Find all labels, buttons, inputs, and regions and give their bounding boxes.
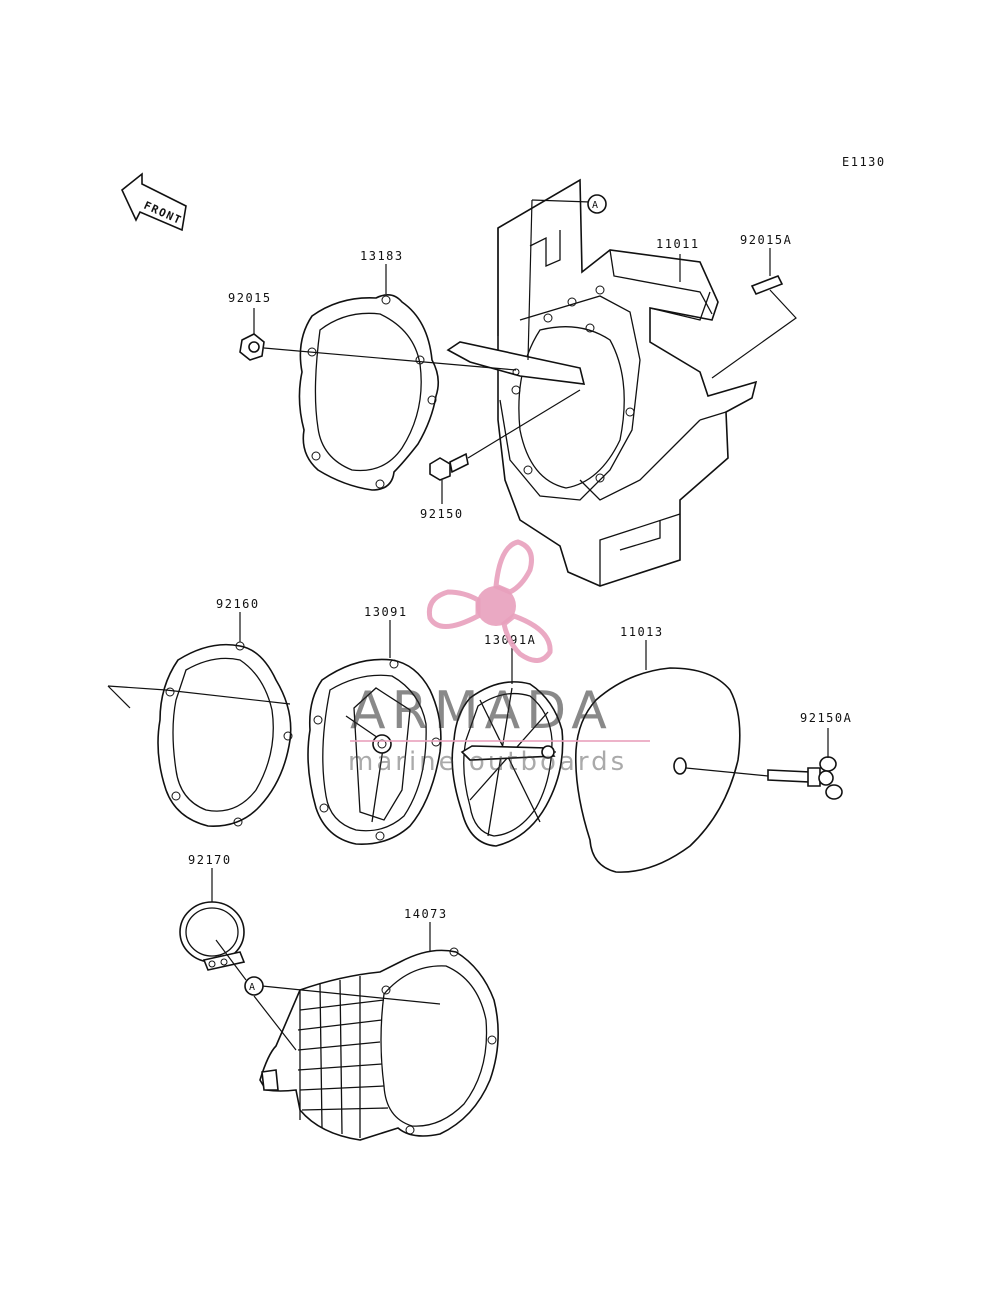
callout-a-lower: A xyxy=(215,939,441,1051)
label-92160: 92160 xyxy=(216,597,260,611)
part-92015A-bolt xyxy=(711,248,797,379)
label-92015: 92015 xyxy=(228,291,272,305)
label-92015A: 92015A xyxy=(740,233,792,247)
label-11013: 11013 xyxy=(620,625,664,639)
front-arrow-icon: FRONT xyxy=(121,172,187,232)
part-13183-gasket xyxy=(298,294,440,491)
label-13183: 13183 xyxy=(360,249,404,263)
part-11013-filter xyxy=(574,667,741,873)
watermark-brand: ARMADA xyxy=(350,681,613,741)
callout-a-upper-label: A xyxy=(592,200,598,211)
air-cleaner-case-11011 xyxy=(446,178,758,587)
label-92170: 92170 xyxy=(188,853,232,867)
part-92150-bolt xyxy=(429,452,469,481)
label-13091: 13091 xyxy=(364,605,408,619)
callout-a-upper: A xyxy=(527,194,607,361)
part-92015-nut xyxy=(239,333,265,361)
callout-a-lower-label: A xyxy=(249,982,255,993)
watermark-tagline: marine outboards xyxy=(348,747,627,777)
part-92170-clamp xyxy=(179,901,246,971)
label-14073: 14073 xyxy=(404,907,448,921)
diagram-code: E1130 xyxy=(842,155,886,169)
part-92160-gasket xyxy=(157,641,293,827)
label-92150: 92150 xyxy=(420,507,464,521)
part-14073-duct xyxy=(259,947,499,1141)
part-13091-holder xyxy=(307,658,442,845)
propeller-logo-icon xyxy=(426,539,553,663)
watermark-divider xyxy=(350,740,650,742)
part-13091A-frame xyxy=(451,681,564,847)
watermark: ARMADA marine outboards xyxy=(348,539,650,777)
label-92150A: 92150A xyxy=(800,711,852,725)
label-11011: 11011 xyxy=(656,237,700,251)
part-92150A-wing-bolt xyxy=(685,756,843,800)
